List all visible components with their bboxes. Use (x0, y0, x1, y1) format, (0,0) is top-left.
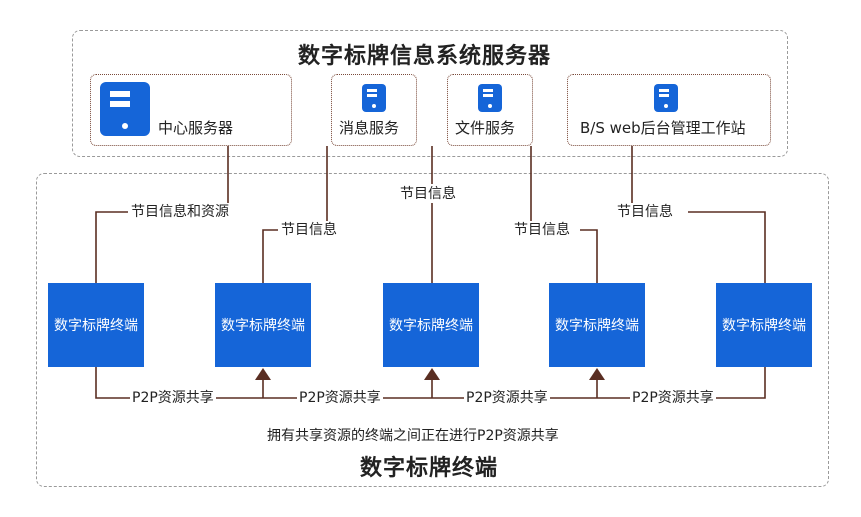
terminal-group-title: 数字标牌终端 (360, 456, 499, 481)
p2p-arrow-4 (589, 368, 605, 380)
link-label-terminal-1 (95, 211, 128, 283)
terminal-1: 数字标牌终端 (48, 283, 144, 367)
connection-label-3: 节目信息 (397, 185, 459, 203)
link-label-terminal-5 (688, 211, 766, 283)
server-group (72, 30, 788, 157)
connection-label-4: 节目信息 (511, 221, 573, 239)
service-label-message: 消息服务 (339, 119, 400, 137)
service-label-web-admin: B/S web后台管理工作站 (580, 119, 746, 137)
connection-label-2: 节目信息 (278, 221, 340, 239)
p2p-arrow-2 (255, 368, 271, 380)
link-label-terminal-4 (580, 229, 598, 283)
server-icon (100, 82, 150, 136)
connection-label-5: 节目信息 (614, 203, 676, 221)
terminal-2: 数字标牌终端 (215, 283, 311, 367)
p2p-label-4: P2P资源共享 (630, 389, 716, 407)
p2p-arrow-3 (424, 368, 440, 380)
terminal-5: 数字标牌终端 (716, 283, 812, 367)
server-group-title: 数字标牌信息系统服务器 (298, 44, 552, 69)
server-icon (654, 84, 678, 112)
p2p-note: 拥有共享资源的终端之间正在进行P2P资源共享 (267, 428, 559, 444)
terminal-3: 数字标牌终端 (383, 283, 479, 367)
service-label-central: 中心服务器 (158, 119, 234, 137)
server-icon (362, 84, 386, 112)
service-label-file: 文件服务 (455, 119, 516, 137)
p2p-label-1: P2P资源共享 (130, 389, 216, 407)
terminal-4: 数字标牌终端 (549, 283, 645, 367)
p2p-label-3: P2P资源共享 (464, 389, 550, 407)
link-label-terminal-2 (262, 229, 278, 283)
server-icon (478, 84, 502, 112)
p2p-label-2: P2P资源共享 (297, 389, 383, 407)
connection-label-1: 节目信息和资源 (128, 203, 232, 221)
